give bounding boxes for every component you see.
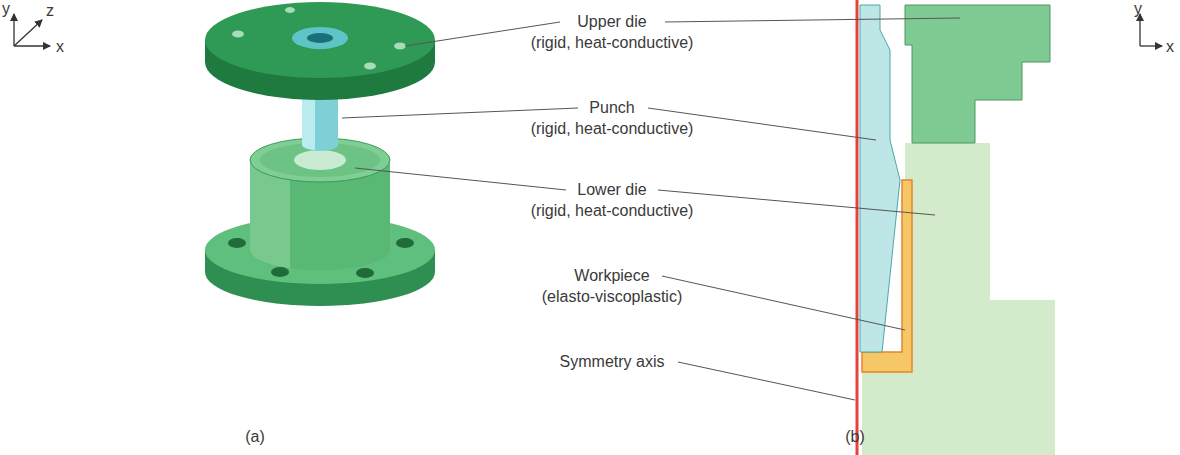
axis-label: y — [1134, 0, 1142, 18]
part-name: Workpiece — [574, 267, 649, 285]
part-name: Upper die — [577, 13, 646, 31]
axis-label: x — [56, 38, 64, 56]
axis-label: z — [46, 2, 54, 20]
part-name: Symmetry axis — [560, 353, 665, 371]
panel-label: (a) — [245, 428, 265, 446]
part-name: Punch — [589, 99, 634, 117]
axis-label: x — [1166, 38, 1174, 56]
part-note: (rigid, heat-conductive) — [531, 120, 694, 138]
panel-label: (b) — [845, 428, 865, 446]
part-note: (rigid, heat-conductive) — [531, 202, 694, 220]
part-name: Lower die — [577, 181, 646, 199]
part-note: (rigid, heat-conductive) — [531, 34, 694, 52]
axis-label: y — [2, 0, 10, 18]
part-note: (elasto-viscoplastic) — [542, 288, 682, 306]
